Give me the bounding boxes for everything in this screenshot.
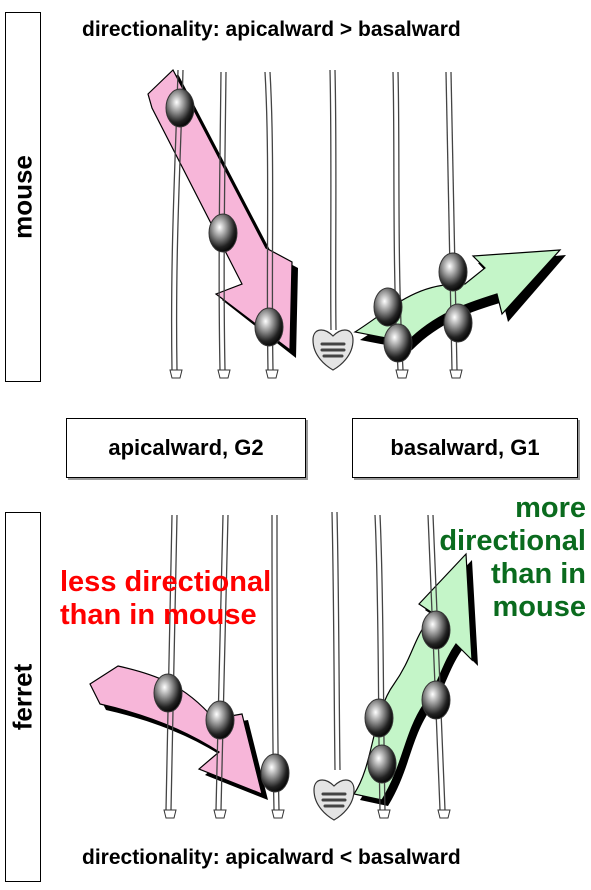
- bottom-title: directionality: apicalward < basalward: [82, 846, 461, 869]
- ferret-cell-nucleus: [421, 610, 451, 650]
- mouse-nuclei: [165, 88, 473, 363]
- mouse-cell-nucleus: [443, 303, 473, 343]
- mouse-dividing-cell: [312, 329, 354, 371]
- ferret-cell-nucleus: [421, 680, 451, 720]
- top-title: directionality: apicalward > basalward: [82, 18, 461, 41]
- apicalward-phase-box: apicalward, G2: [66, 418, 306, 478]
- ferret-end-feet: [163, 809, 451, 819]
- ferret-label-box: ferret: [5, 512, 41, 882]
- ferret-cell-nucleus: [364, 698, 394, 738]
- less-directional-note: less directional than in mouse: [60, 566, 272, 631]
- ferret-cell-nucleus: [260, 753, 290, 793]
- mouse-end-feet: [169, 369, 463, 379]
- mouse-label-box: mouse: [5, 12, 41, 382]
- ferret-nuclei: [153, 610, 451, 793]
- ferret-cell-nucleus: [153, 673, 183, 713]
- ferret-dividing-cell: [313, 779, 355, 821]
- mouse-cell-nucleus: [383, 323, 413, 363]
- more-directional-note: more directional than in mouse: [439, 492, 586, 623]
- mouse-cell-nucleus: [208, 213, 238, 253]
- mouse-cell-nucleus: [165, 88, 195, 128]
- ferret-apicalward-arrow: [89, 665, 263, 795]
- mouse-cell-nucleus: [438, 252, 468, 292]
- mouse-cell-nucleus: [373, 287, 403, 327]
- mouse-cell-nucleus: [254, 307, 284, 347]
- ferret-cell-nucleus: [367, 744, 397, 784]
- basalward-phase-box: basalward, G1: [352, 418, 578, 478]
- ferret-cell-nucleus: [205, 700, 235, 740]
